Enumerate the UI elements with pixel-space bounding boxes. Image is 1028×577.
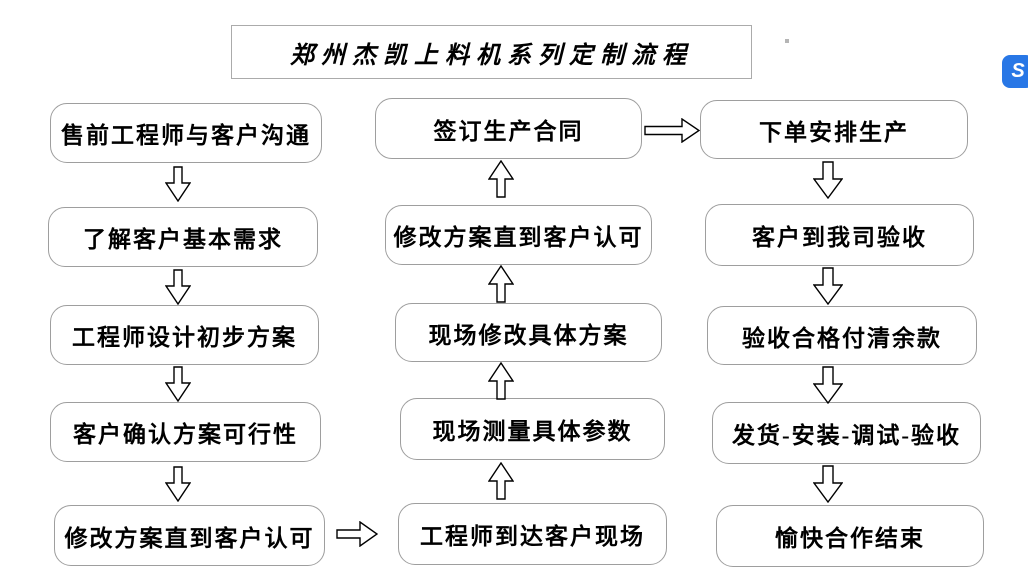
arrow-up-icon [487, 361, 515, 400]
flowchart-title: 郑州杰凯上料机系列定制流程 [231, 25, 752, 79]
flow-step-initial-design: 工程师设计初步方案 [50, 305, 319, 365]
arrow-right-icon [644, 117, 701, 144]
flow-step-sign-contract: 签订生产合同 [375, 98, 642, 159]
app-badge-glyph: S [1011, 60, 1025, 82]
arrow-down-icon [164, 166, 192, 203]
app-badge-icon[interactable]: S [1002, 55, 1028, 88]
arrow-down-icon [812, 161, 844, 200]
flow-step-revise-until-approved: 修改方案直到客户认可 [54, 505, 325, 566]
flow-step-onsite-modify-plan: 现场修改具体方案 [395, 303, 662, 362]
flow-step-order-production: 下单安排生产 [700, 100, 968, 159]
flow-step-confirm-feasibility: 客户确认方案可行性 [50, 402, 321, 462]
arrow-down-icon [164, 466, 192, 503]
arrow-down-icon [812, 267, 844, 306]
arrow-up-icon [487, 264, 515, 303]
flow-step-cooperation-end: 愉快合作结束 [716, 505, 984, 567]
flow-step-ship-install-debug-accept: 发货-安装-调试-验收 [712, 402, 981, 464]
flow-step-customer-acceptance-visit: 客户到我司验收 [705, 204, 974, 266]
arrow-down-icon [164, 366, 192, 403]
flow-step-onsite-measure-params: 现场测量具体参数 [400, 398, 665, 460]
arrow-down-icon [164, 269, 192, 306]
artifact-dot [785, 39, 789, 43]
arrow-up-icon [487, 159, 515, 198]
arrow-right-icon [336, 520, 379, 548]
flow-step-pay-balance: 验收合格付清余款 [707, 306, 977, 365]
arrow-down-icon [812, 465, 844, 504]
flow-step-presales-communication: 售前工程师与客户沟通 [50, 103, 322, 163]
flow-step-engineer-arrives-onsite: 工程师到达客户现场 [398, 503, 667, 565]
flow-step-understand-needs: 了解客户基本需求 [48, 207, 318, 267]
arrow-down-icon [812, 366, 844, 405]
flow-step-revise-until-approved-2: 修改方案直到客户认可 [385, 205, 652, 265]
arrow-up-icon [487, 461, 515, 500]
